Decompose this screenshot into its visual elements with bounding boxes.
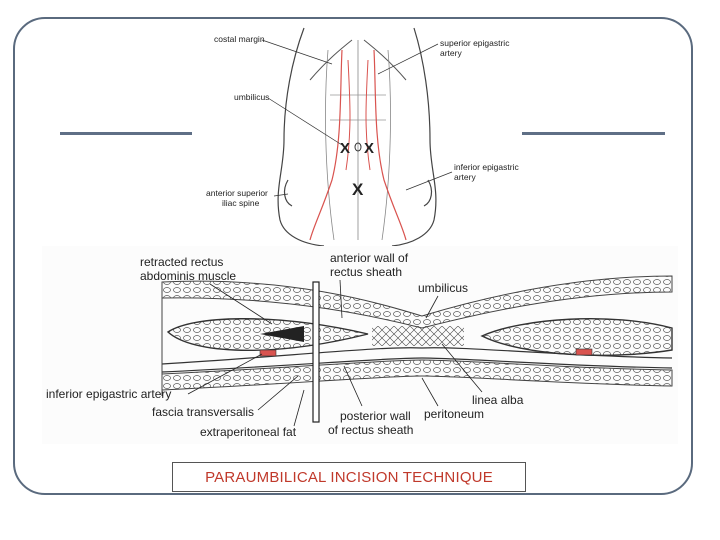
cross-section-svg: retracted rectus abdominis muscle anteri… <box>42 246 678 444</box>
label-asis-2: iliac spine <box>222 198 260 208</box>
port-mark-lower: X <box>352 180 364 199</box>
label-linea-alba: linea alba <box>472 393 524 407</box>
label-superior-epigastric-2: artery <box>440 48 462 58</box>
label-superior-epigastric-1: superior epigastric <box>440 38 510 48</box>
vessel-right-section <box>576 349 592 355</box>
abdomen-front-svg: X X X costal margin superior epigastric … <box>192 20 522 248</box>
title-rule-left <box>60 132 200 135</box>
label-posterior-wall-1: posterior wall <box>340 409 411 423</box>
label-costal-margin: costal margin <box>214 34 265 44</box>
label-umbilicus: umbilicus <box>234 92 269 102</box>
label-inferior-epigastric-section: inferior epigastric artery <box>46 387 171 401</box>
label-asis-1: anterior superior <box>206 188 268 198</box>
rectus-cross-section-diagram: retracted rectus abdominis muscle anteri… <box>42 246 678 444</box>
label-posterior-wall-2: of rectus sheath <box>328 423 413 437</box>
linea-alba-region <box>372 326 464 346</box>
port-mark-left: X <box>340 140 350 157</box>
label-peritoneum: peritoneum <box>424 407 484 421</box>
label-fascia-transversalis: fascia transversalis <box>152 405 254 419</box>
label-anterior-wall-2: rectus sheath <box>330 265 402 279</box>
label-retracted-1: retracted rectus <box>140 255 223 269</box>
title-rule-right <box>520 132 665 135</box>
torso-left-outline <box>278 28 324 246</box>
label-retracted-2: abdominis muscle <box>140 269 236 283</box>
vessel-left-section <box>260 350 276 356</box>
label-umbilicus-section: umbilicus <box>418 281 468 295</box>
figure-caption: PARAUMBILICAL INCISION TECHNIQUE <box>172 462 526 492</box>
costal-margin-left <box>310 40 352 80</box>
label-extraperitoneal-fat: extraperitoneal fat <box>200 425 297 439</box>
label-anterior-wall-1: anterior wall of <box>330 251 409 265</box>
abdomen-front-diagram: X X X costal margin superior epigastric … <box>192 20 522 248</box>
torso-right-outline <box>392 28 436 246</box>
label-inferior-epigastric-2: artery <box>454 172 476 182</box>
label-inferior-epigastric-1: inferior epigastric <box>454 162 519 172</box>
port-mark-right: X <box>364 140 374 157</box>
retractor-instrument <box>313 282 319 422</box>
costal-margin-right <box>364 40 406 80</box>
